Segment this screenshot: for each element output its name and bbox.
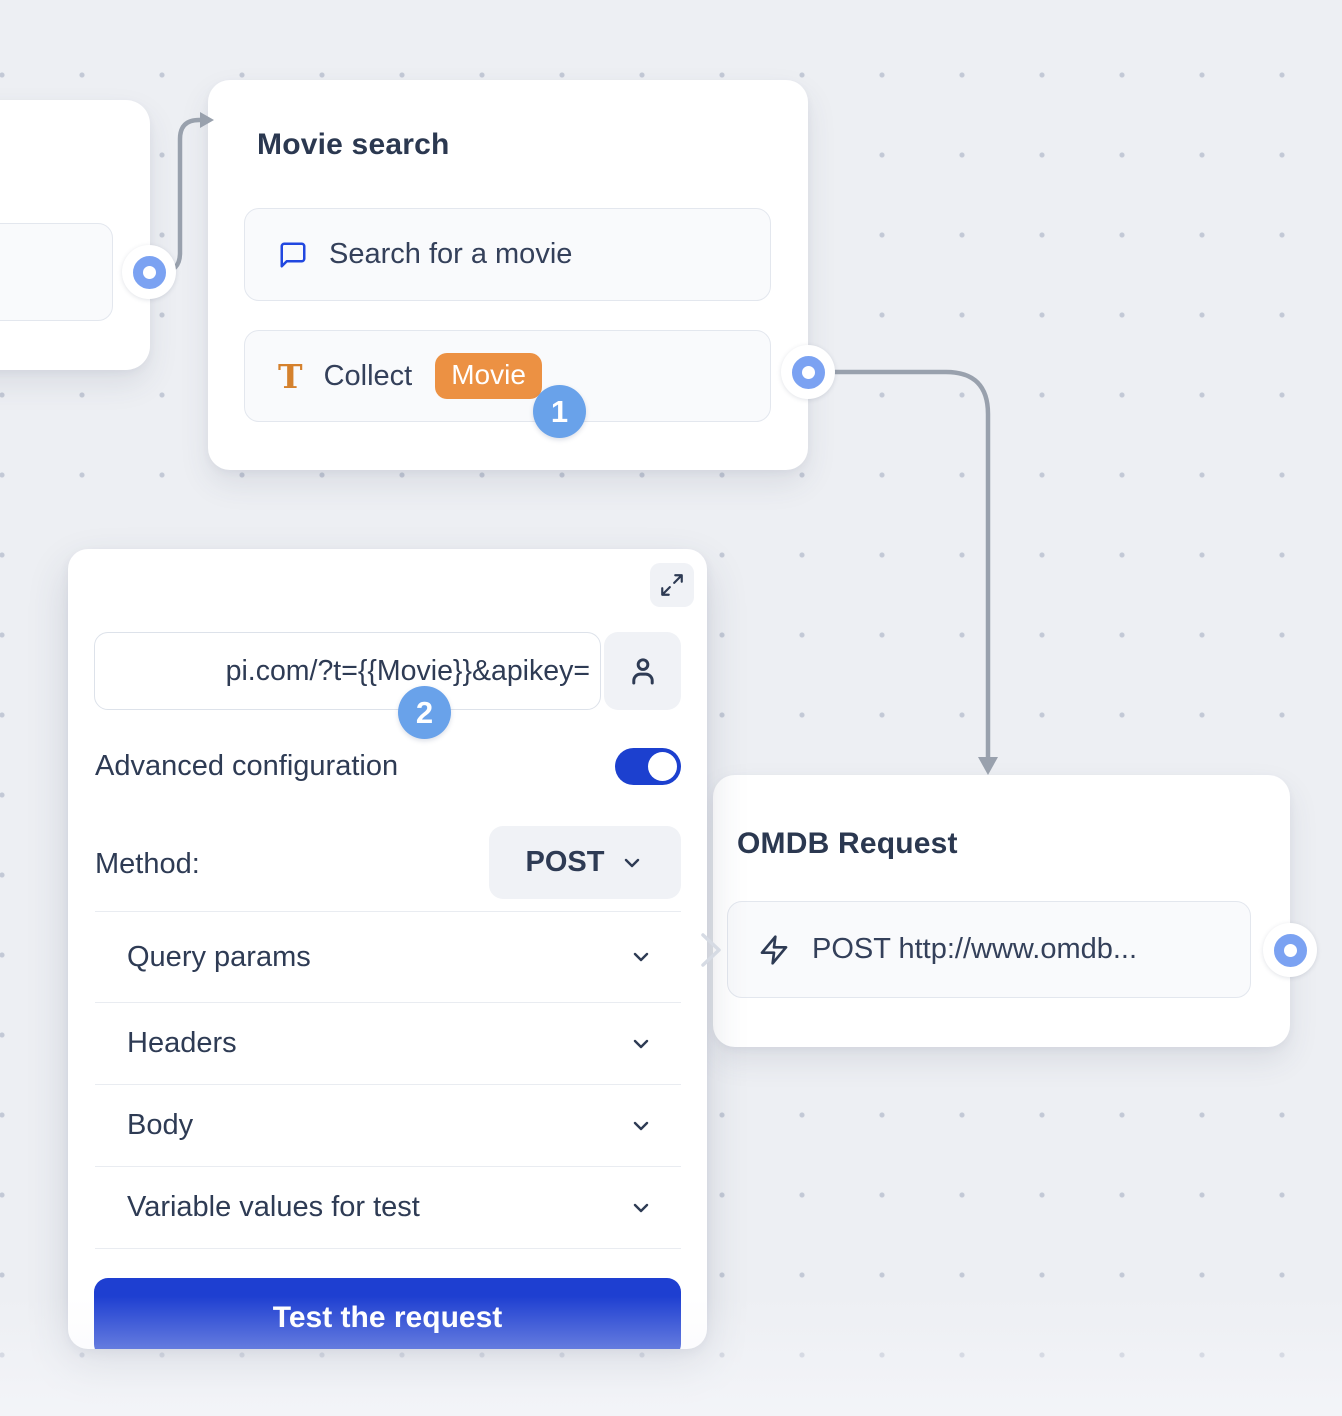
section-label: Query params xyxy=(127,940,311,973)
section-headers[interactable]: Headers xyxy=(95,1002,681,1084)
chevron-down-icon xyxy=(625,858,640,867)
request-url-input[interactable]: pi.com/?t={{Movie}}&apikey= xyxy=(94,632,601,710)
movie-search-title: Movie search xyxy=(257,128,450,161)
advanced-configuration-toggle[interactable] xyxy=(615,748,681,785)
toggle-knob xyxy=(648,752,677,781)
user-icon xyxy=(631,658,654,685)
method-label: Method: xyxy=(95,848,200,880)
arrowhead-into-omdb xyxy=(978,757,998,775)
port-ring xyxy=(1273,933,1307,967)
chevron-down-icon xyxy=(633,1121,649,1130)
section-body[interactable]: Body xyxy=(95,1084,681,1166)
step-badge-1: 1 xyxy=(533,385,586,438)
webhook-config-panel[interactable]: pi.com/?t={{Movie}}&apikey= Advanced con… xyxy=(68,549,707,1349)
output-port-omdb[interactable] xyxy=(1263,923,1317,977)
input-port-chevron-icon xyxy=(701,933,721,967)
method-value: POST xyxy=(525,846,605,878)
test-request-button[interactable]: Test the request xyxy=(94,1278,681,1349)
collect-item-label: Collect xyxy=(323,359,413,392)
output-port-partial-node[interactable] xyxy=(122,245,176,299)
section-label: Variable values for test xyxy=(127,1191,420,1223)
expand-button[interactable] xyxy=(650,563,694,607)
search-for-movie-item[interactable]: Search for a movie xyxy=(244,208,771,301)
output-port-movie-search[interactable] xyxy=(781,345,835,399)
lightning-icon xyxy=(758,934,790,966)
accordion-sections: Query params Headers Body Variable value… xyxy=(95,911,681,1249)
chevron-down-icon xyxy=(633,1039,649,1048)
omdb-item-label: POST http://www.omdb... xyxy=(812,933,1138,965)
advanced-configuration-label: Advanced configuration xyxy=(95,750,399,782)
section-variable-values[interactable]: Variable values for test xyxy=(95,1166,681,1248)
section-label: Body xyxy=(127,1109,194,1141)
insert-variable-button[interactable] xyxy=(604,632,681,710)
step-badge-2: 2 xyxy=(398,686,451,739)
chevron-down-icon xyxy=(633,952,649,962)
expand-icon xyxy=(661,574,683,596)
port-ring xyxy=(791,355,825,389)
method-select[interactable]: POST xyxy=(489,826,681,899)
section-label: Headers xyxy=(127,1027,237,1059)
section-query-params[interactable]: Query params xyxy=(95,911,681,1002)
omdb-webhook-item[interactable]: POST http://www.omdb... xyxy=(727,901,1251,998)
request-url-value: pi.com/?t={{Movie}}&apikey= xyxy=(225,654,590,687)
movie-variable-chip[interactable]: Movie xyxy=(435,353,542,399)
omdb-request-node[interactable]: OMDB Request POST http://www.omdb... xyxy=(713,775,1290,1047)
search-item-label: Search for a movie xyxy=(329,238,573,270)
collect-movie-item[interactable]: T Collect Movie xyxy=(244,330,771,422)
partial-node-card[interactable] xyxy=(0,100,150,370)
omdb-request-title: OMDB Request xyxy=(737,827,958,860)
text-collect-icon: T xyxy=(278,356,303,396)
partial-node-item[interactable] xyxy=(0,223,113,321)
chevron-down-icon xyxy=(633,1203,649,1212)
chat-bubble-icon xyxy=(278,240,308,270)
port-ring xyxy=(132,255,166,289)
movie-search-node[interactable]: Movie search Search for a movie T Collec… xyxy=(208,80,808,470)
connector-movie-to-omdb xyxy=(810,369,991,757)
